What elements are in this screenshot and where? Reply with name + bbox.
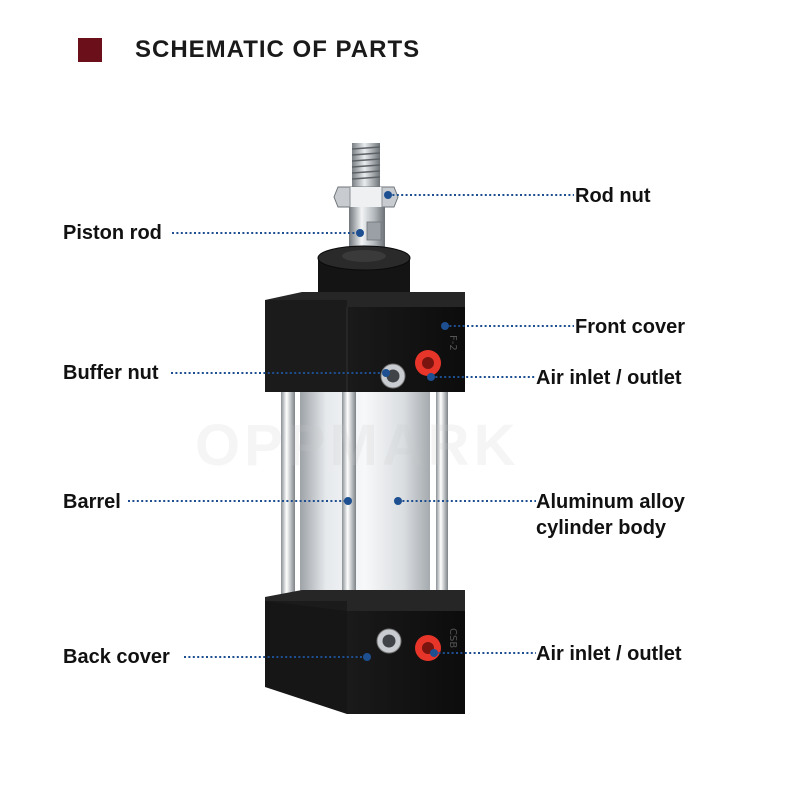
leader-dot-air-top [427, 373, 435, 381]
rod-nut [333, 186, 399, 208]
rod-flat [366, 221, 382, 241]
leader-dot-front-cover [441, 322, 449, 330]
air-fitting-back-icon [415, 635, 441, 661]
leader-dot-piston-rod [356, 229, 364, 237]
label-front-cover: Front cover [575, 316, 686, 338]
page-title: SCHEMATIC OF PARTS [135, 36, 421, 63]
label-aluminum-line2: cylinder body [536, 517, 667, 539]
label-rod-nut: Rod nut [575, 185, 651, 207]
label-piston-rod: Piston rod [63, 222, 162, 244]
tie-rod-left [281, 392, 295, 604]
leader-dot-aluminum [394, 497, 402, 505]
front-cover: F-2 [265, 292, 465, 392]
barrel-tube [300, 392, 430, 606]
svg-text:F-2: F-2 [447, 335, 458, 351]
svg-text:CSB: CSB [447, 628, 458, 648]
label-buffer-nut: Buffer nut [63, 362, 159, 384]
back-cover: CSB [265, 590, 465, 714]
label-barrel: Barrel [63, 491, 121, 513]
leader-dot-rod-nut [384, 191, 392, 199]
label-back-cover: Back cover [63, 646, 170, 668]
leader-dot-back-cover [363, 653, 371, 661]
threaded-stud [351, 143, 381, 187]
leader-dot-barrel [344, 497, 352, 505]
label-aluminum-line1: Aluminum alloy [536, 491, 685, 513]
buffer-nut-back-icon [376, 628, 402, 654]
label-air-inlet-outlet-bottom: Air inlet / outlet [536, 643, 682, 665]
tie-rod-front-right [436, 392, 448, 606]
header-marker [78, 38, 102, 62]
watermark: OPPMARK [195, 413, 520, 478]
air-fitting-front-icon [415, 350, 441, 376]
label-air-inlet-outlet-top: Air inlet / outlet [536, 367, 682, 389]
leader-dot-air-bottom [430, 649, 438, 657]
leader-dot-buffer-nut [382, 369, 390, 377]
